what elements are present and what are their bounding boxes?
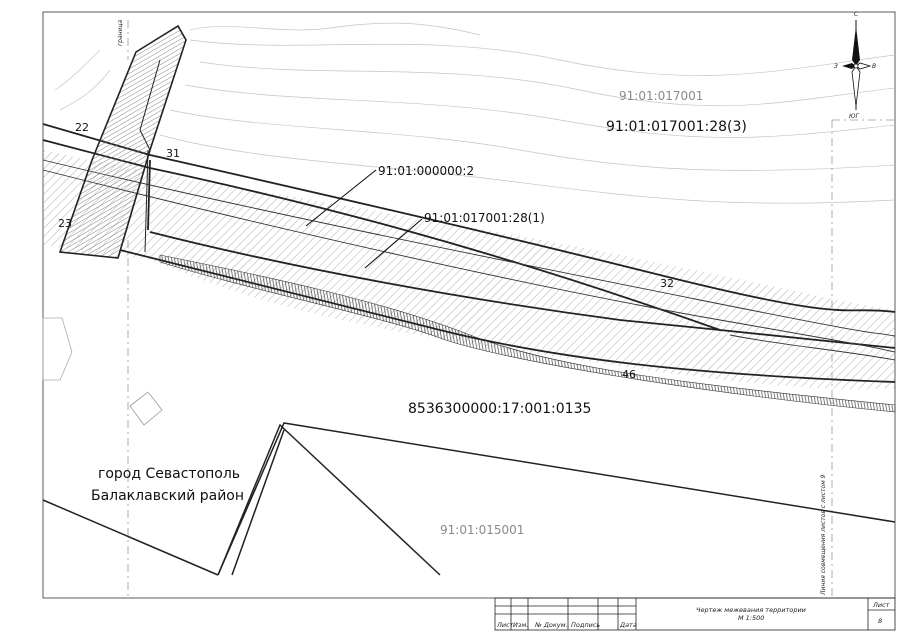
drawing-frame [42, 11, 896, 599]
title-block [494, 597, 896, 631]
embankment [159, 254, 896, 413]
side-note-right: Линия совмещения листов с листом 9 [820, 474, 827, 596]
label-parcel-strip: 91:01:017001:28(1) [424, 211, 545, 225]
vertical-cut-line [144, 149, 149, 253]
point-31: 31 [166, 147, 180, 160]
compass-east: В [872, 63, 876, 70]
side-note-left: граница [117, 19, 124, 46]
tb-title: Чертеж межевания территории [696, 606, 806, 614]
wedge-inner-line [139, 59, 161, 151]
label-parcel-south: 8536300000:17:001:0135 [408, 401, 591, 417]
tb-sheet-number: 8 [878, 617, 882, 625]
south-parcels [42, 422, 896, 576]
label-parcel-north: 91:01:017001:28(3) [606, 119, 747, 135]
label-quarter-south: 91:01:015001 [440, 523, 524, 537]
point-32: 32 [660, 277, 674, 290]
compass-west: З [834, 63, 838, 70]
north-wedge-parcel [58, 24, 187, 259]
compass-north: С [854, 11, 859, 18]
leader-lines [305, 169, 423, 269]
road-strip-hatched [43, 150, 895, 390]
tb-scale: М 1:500 [738, 614, 764, 622]
tb-col-sign: Подпись [571, 621, 600, 629]
label-quarter-north: 91:01:017001 [619, 89, 703, 103]
building-outline [129, 391, 163, 426]
label-city: город Севастополь [98, 466, 240, 482]
compass-icon: С ЮГ З В [834, 11, 876, 120]
point-23: 23 [58, 217, 72, 230]
tb-col-date: Дата [619, 621, 637, 629]
label-district: Балаклавский район [91, 488, 244, 504]
contour-lines [54, 22, 896, 204]
label-parcel-road: 91:01:000000:2 [378, 164, 474, 178]
tb-col-doc: № Докум. [534, 621, 568, 629]
road-centerlines [42, 159, 896, 361]
tb-sheet-label: Лист [872, 601, 890, 609]
building-outline-2 [42, 317, 73, 381]
tb-col-change: Изм. [513, 621, 528, 629]
point-22: 22 [75, 121, 89, 134]
parcel-boundaries [42, 123, 896, 383]
compass-south: ЮГ [849, 113, 859, 120]
tb-col-sheet: Лист [496, 621, 514, 629]
point-46: 46 [622, 368, 636, 381]
